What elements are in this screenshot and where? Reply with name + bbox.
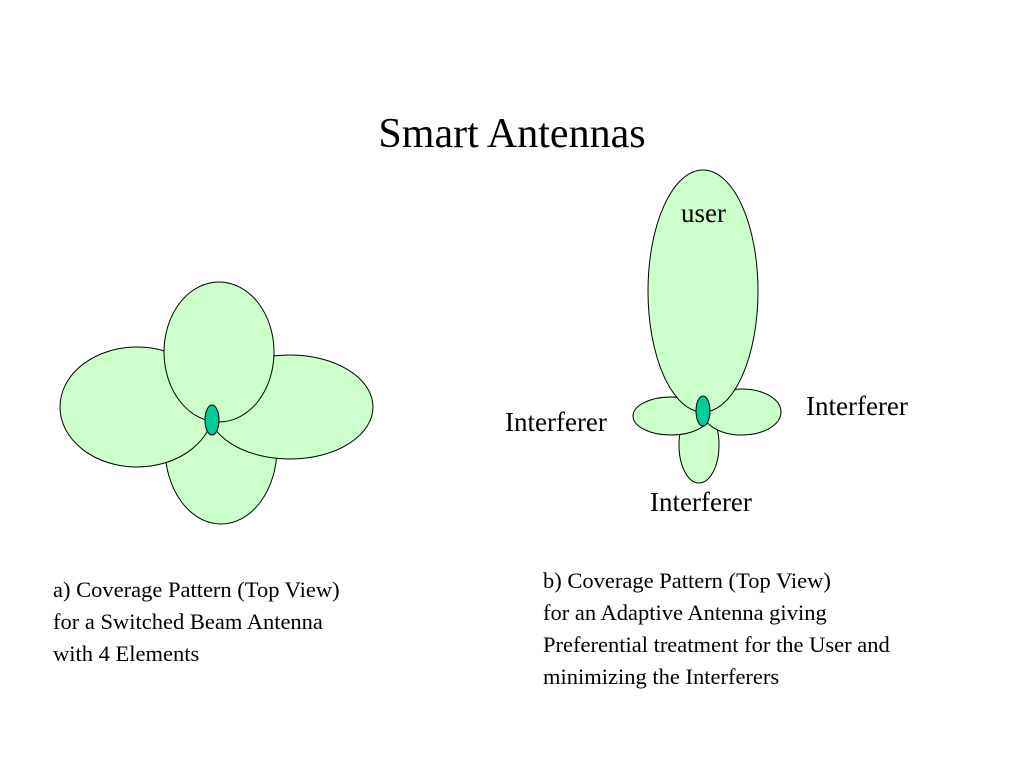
caption-a-line-2: for a Switched Beam Antenna xyxy=(53,609,323,634)
caption-b-line-3: Preferential treatment for the User and xyxy=(543,632,890,657)
caption-b-line-4: minimizing the Interferers xyxy=(543,664,780,689)
caption-adaptive: b) Coverage Pattern (Top View) for an Ad… xyxy=(543,565,890,693)
adaptive-antenna-element xyxy=(695,395,711,427)
switched-antenna-element xyxy=(204,404,220,436)
interferer-label-right: Interferer xyxy=(806,391,908,421)
interferer-label-bottom: Interferer xyxy=(650,487,752,517)
caption-b-line-2: for an Adaptive Antenna giving xyxy=(543,600,827,625)
user-label: user xyxy=(681,198,726,228)
caption-switched-beam: a) Coverage Pattern (Top View) for a Swi… xyxy=(53,574,340,670)
caption-a-line-1: a) Coverage Pattern (Top View) xyxy=(53,577,340,602)
interferer-label-left: Interferer xyxy=(505,407,607,437)
switched-lobe-top xyxy=(163,281,275,423)
caption-a-line-3: with 4 Elements xyxy=(53,641,200,666)
slide-title: Smart Antennas xyxy=(378,111,646,157)
adaptive-pattern xyxy=(632,169,782,484)
switched-beam-pattern xyxy=(59,281,374,525)
caption-b-line-1: b) Coverage Pattern (Top View) xyxy=(543,568,831,593)
